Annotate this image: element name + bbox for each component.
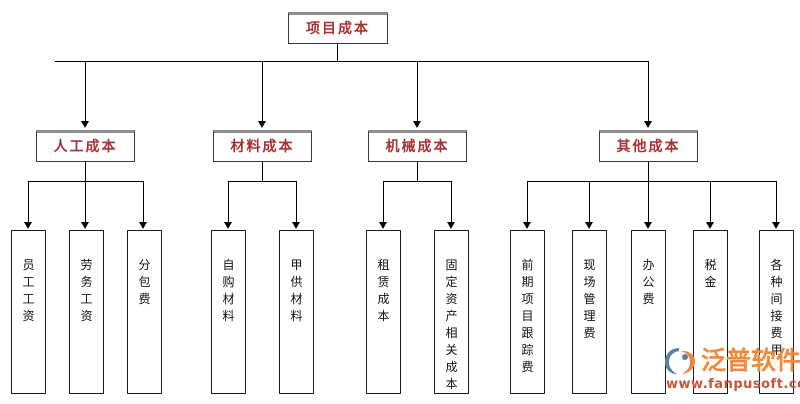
node-label: 其他成本	[616, 139, 681, 155]
node-labor-cost[interactable]: 人工成本	[36, 130, 135, 162]
arrow-leaf-12	[772, 222, 780, 229]
connector-machinery-drop	[417, 162, 418, 181]
arrow-leaf-3	[139, 222, 147, 229]
leaf-owner-supplied-materials[interactable]: 甲供材料	[279, 230, 314, 394]
arrow-leaf-9	[585, 222, 593, 229]
leaf-label: 员工工资	[22, 258, 35, 323]
connector-labor-drop	[85, 162, 86, 181]
node-material-cost[interactable]: 材料成本	[213, 130, 312, 162]
leaf-label: 前期项目跟踪费	[521, 258, 534, 374]
leaf-site-management-fee[interactable]: 现场管理费	[572, 230, 607, 394]
leaf-label: 劳务工资	[80, 258, 93, 323]
connector-to-material	[262, 61, 263, 121]
connector-labor-1	[28, 181, 29, 222]
leaf-taxes[interactable]: 税金	[693, 230, 728, 394]
arrow-leaf-2	[81, 222, 89, 229]
node-label: 项目成本	[306, 21, 370, 37]
connector-root-drop	[337, 44, 338, 61]
arrow-to-material	[258, 121, 266, 128]
arrow-leaf-4	[224, 222, 232, 229]
leaf-labor-service-wages[interactable]: 劳务工资	[69, 230, 104, 394]
leaf-early-project-tracking-fee[interactable]: 前期项目跟踪费	[510, 230, 545, 394]
leaf-label: 各种间接费用	[770, 258, 783, 357]
connector-other-4	[710, 181, 711, 222]
fanpu-logo-icon	[665, 348, 695, 374]
connector-to-machinery	[417, 61, 418, 121]
node-machinery-cost[interactable]: 机械成本	[368, 130, 467, 162]
arrow-to-other	[644, 121, 652, 128]
connector-labor-3	[143, 181, 144, 222]
leaf-label: 甲供材料	[290, 258, 303, 323]
connector-machinery-bus	[383, 181, 452, 182]
connector-material-1	[228, 181, 229, 222]
arrow-leaf-6	[379, 222, 387, 229]
leaf-label: 税金	[704, 258, 717, 289]
connector-machinery-1	[383, 181, 384, 222]
leaf-employee-wages[interactable]: 员工工资	[11, 230, 46, 394]
connector-other-drop	[648, 162, 649, 181]
arrow-leaf-7	[447, 222, 455, 229]
connector-other-bus	[527, 181, 776, 182]
connector-other-1	[527, 181, 528, 222]
leaf-fixed-asset-related-cost[interactable]: 固定资产相关成本	[434, 230, 469, 394]
leaf-label: 自购材料	[222, 258, 235, 323]
node-label: 人工成本	[53, 139, 118, 155]
leaf-self-purchased-materials[interactable]: 自购材料	[211, 230, 246, 394]
arrow-to-machinery	[413, 121, 421, 128]
connector-material-bus	[228, 181, 297, 182]
connector-material-2	[296, 181, 297, 222]
connector-machinery-2	[451, 181, 452, 222]
arrow-leaf-11	[706, 222, 714, 229]
arrow-leaf-5	[292, 222, 300, 229]
connector-labor-2	[85, 181, 86, 222]
connector-other-3	[648, 181, 649, 222]
node-other-cost[interactable]: 其他成本	[599, 130, 698, 162]
node-root-project-cost[interactable]: 项目成本	[288, 12, 388, 44]
arrow-leaf-1	[24, 222, 32, 229]
node-label: 材料成本	[230, 139, 295, 155]
connector-to-labor	[85, 61, 86, 121]
connector-root-bus	[55, 61, 648, 62]
leaf-various-indirect-costs[interactable]: 各种间接费用	[759, 230, 794, 394]
leaf-label: 现场管理费	[583, 258, 596, 340]
connector-other-2	[589, 181, 590, 222]
arrow-to-labor	[81, 121, 89, 128]
leaf-label: 办公费	[642, 258, 655, 306]
leaf-label: 分包费	[138, 258, 151, 306]
connector-to-other	[648, 61, 649, 121]
connector-other-5	[776, 181, 777, 222]
leaf-label: 租赁成本	[377, 258, 390, 323]
arrow-leaf-10	[644, 222, 652, 229]
leaf-subcontract-fee[interactable]: 分包费	[127, 230, 162, 394]
leaf-label: 固定资产相关成本	[445, 258, 458, 391]
connector-material-drop	[262, 162, 263, 181]
leaf-leasing-cost[interactable]: 租赁成本	[366, 230, 401, 394]
arrow-leaf-8	[523, 222, 531, 229]
node-label: 机械成本	[385, 139, 450, 155]
leaf-office-fee[interactable]: 办公费	[631, 230, 666, 394]
